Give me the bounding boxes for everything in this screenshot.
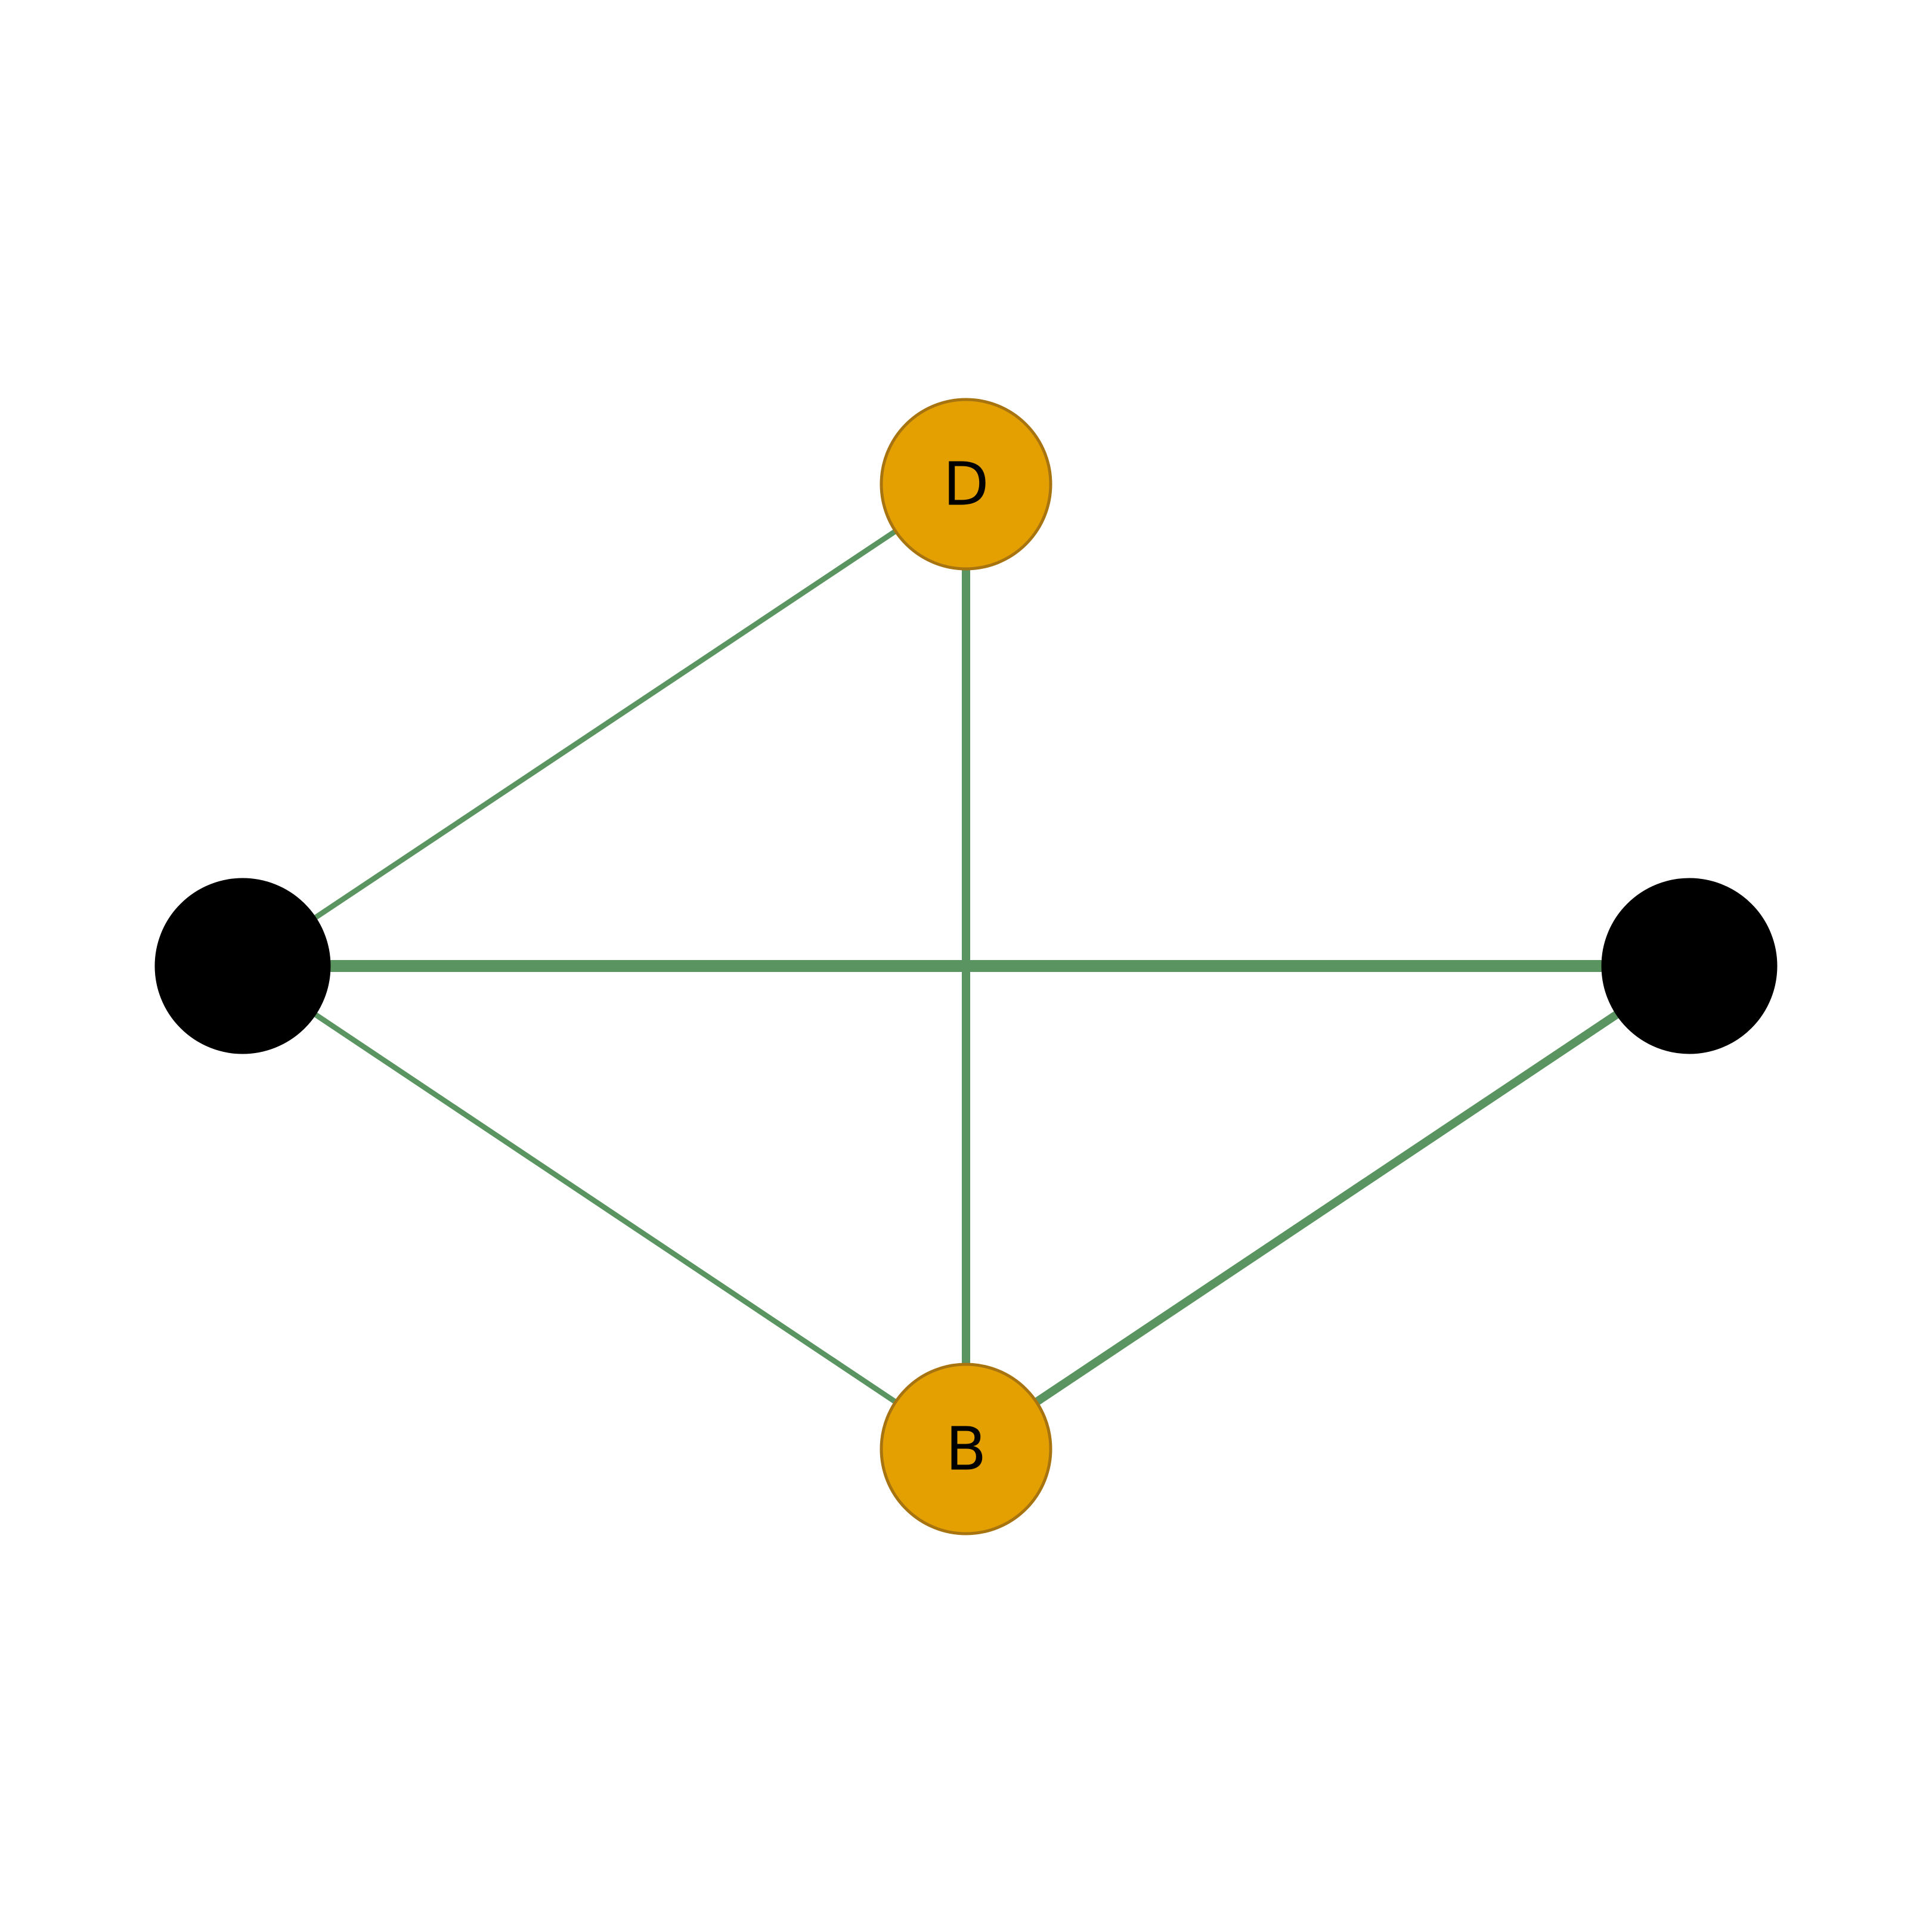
node-circle-left — [154, 878, 331, 1054]
edge-left-D — [241, 482, 968, 968]
node-circle-B — [880, 1363, 1052, 1535]
node-label-D: D — [943, 450, 989, 519]
node-right — [1601, 878, 1778, 1054]
edge-left-B — [241, 964, 968, 1451]
node-circle-D — [880, 398, 1052, 571]
edge-right-B — [964, 962, 1692, 1453]
node-label-B: B — [946, 1414, 987, 1484]
node-left — [154, 878, 331, 1054]
node-B: B — [880, 1363, 1052, 1535]
nodes-layer: DB — [154, 398, 1778, 1535]
edges-layer — [241, 482, 1692, 1453]
node-D: D — [880, 398, 1052, 571]
node-circle-right — [1601, 878, 1778, 1054]
